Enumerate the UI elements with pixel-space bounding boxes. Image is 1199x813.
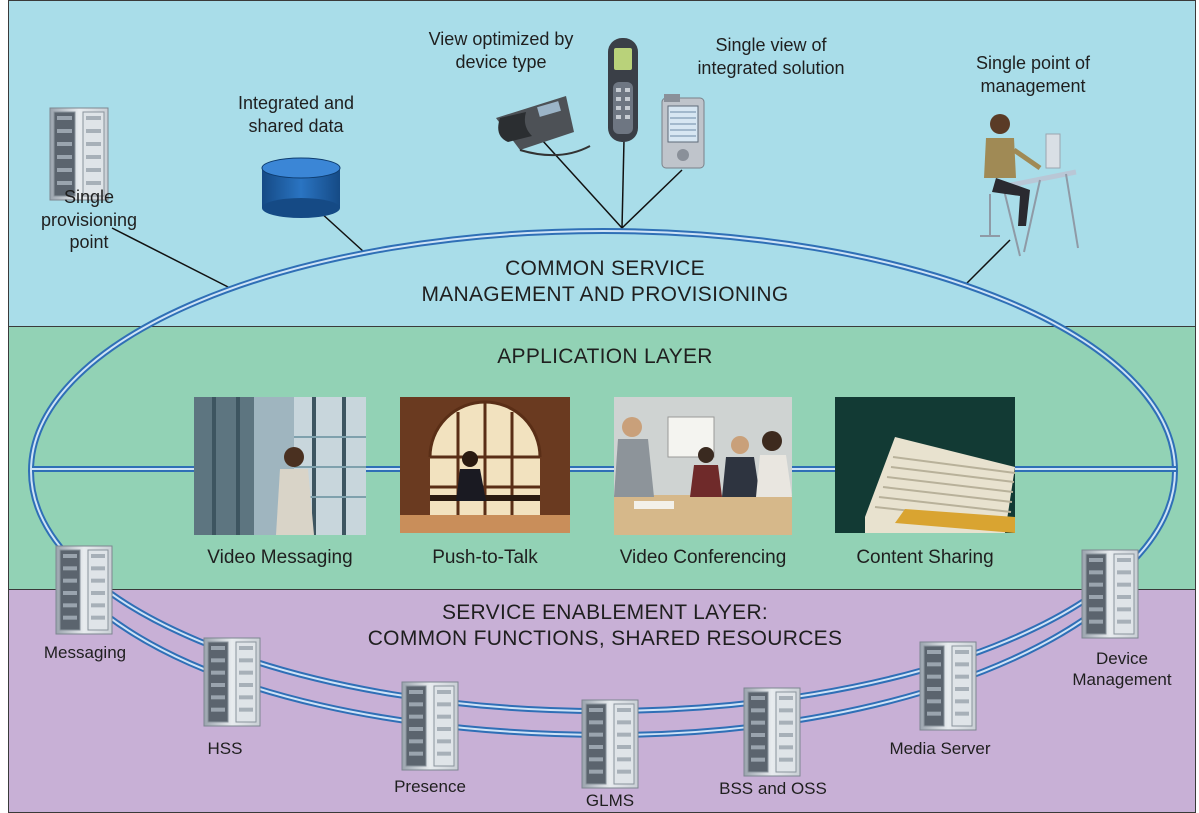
server-icon-glms	[581, 699, 639, 789]
person-at-desk-icon	[980, 114, 1079, 257]
connector-pda	[621, 169, 683, 229]
desk-phone-icon	[496, 96, 591, 157]
label-device-view: View optimized by device type	[428, 29, 574, 72]
server-icon-presence	[401, 681, 459, 771]
pda-icon	[661, 94, 705, 169]
label-shared-data: Integrated and shared data	[237, 93, 355, 136]
app-label-video-conferencing: Video Conferencing	[619, 547, 787, 568]
server-label-device-management: Device Management	[1072, 649, 1172, 690]
connector-management	[965, 239, 1011, 285]
server-label-bss-oss: BSS and OSS	[719, 779, 827, 798]
app-label-content-sharing: Content Sharing	[856, 547, 994, 568]
server-icon-media-server	[919, 641, 977, 731]
connector-provisioning	[111, 227, 235, 291]
label-integrated-view: Single view of integrated solution	[697, 35, 845, 78]
label-management: Single point of management	[975, 53, 1091, 96]
app-photo-video-messaging	[194, 397, 366, 535]
management-layer-title: COMMON SERVICE MANAGEMENT AND PROVISIONI…	[421, 257, 789, 307]
app-label-video-messaging: Video Messaging	[207, 547, 353, 568]
server-icon-messaging	[55, 545, 113, 635]
app-photo-push-to-talk	[400, 397, 570, 533]
server-icon-hss	[203, 637, 261, 727]
connector-deskphone	[541, 139, 623, 229]
application-layer-title: APPLICATION LAYER	[497, 345, 713, 368]
app-label-push-to-talk: Push-to-Talk	[432, 547, 538, 568]
database-icon	[261, 157, 341, 218]
app-photo-video-conferencing	[614, 397, 792, 535]
connector-mobile	[621, 139, 625, 229]
server-icons	[49, 107, 1139, 789]
server-icon-bss-oss	[743, 687, 801, 777]
label-provisioning: Single provisioning point	[40, 187, 138, 252]
server-icon-provisioning	[49, 107, 109, 201]
server-label-hss: HSS	[207, 739, 243, 758]
mobile-phone-icon	[608, 38, 638, 142]
server-label-messaging: Messaging	[43, 643, 127, 662]
connector-data	[319, 211, 365, 253]
service-layer-title: SERVICE ENABLEMENT LAYER: COMMON FUNCTIO…	[367, 601, 843, 651]
server-label-glms: GLMS	[585, 791, 635, 810]
app-photo-content-sharing	[835, 397, 1015, 533]
server-label-presence: Presence	[394, 777, 466, 796]
server-icon-device-management	[1081, 549, 1139, 639]
server-label-media-server: Media Server	[889, 739, 991, 758]
